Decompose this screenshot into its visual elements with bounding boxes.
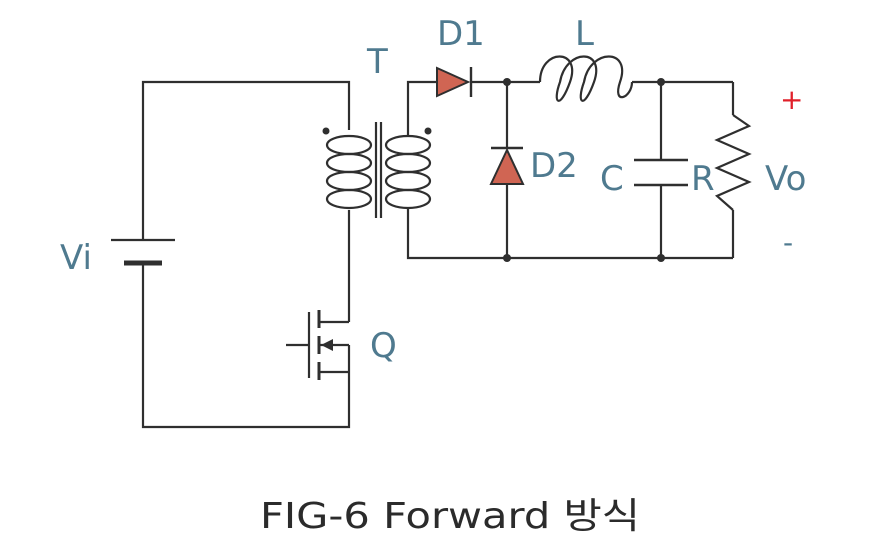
label-d2: D2 bbox=[530, 146, 578, 186]
secondary-polarity-dot bbox=[424, 127, 432, 135]
mosfet-q bbox=[286, 310, 351, 380]
label-transformer: T bbox=[366, 42, 388, 82]
label-switch: Q bbox=[370, 326, 397, 366]
diode-d1 bbox=[436, 66, 473, 98]
junction-node bbox=[503, 254, 511, 262]
secondary-turn-3 bbox=[384, 170, 432, 192]
transformer-secondary bbox=[384, 127, 432, 210]
junction-node bbox=[657, 254, 665, 262]
diode-d1-triangle bbox=[436, 66, 471, 98]
label-inductor: L bbox=[575, 14, 594, 54]
output-wires bbox=[406, 80, 735, 260]
secondary-turn-4 bbox=[384, 188, 432, 210]
diode-d2-triangle bbox=[489, 147, 525, 185]
label-capacitor: C bbox=[600, 159, 624, 199]
label-resistor: R bbox=[691, 159, 715, 199]
label-input-voltage: Vi bbox=[60, 238, 92, 278]
label-d1: D1 bbox=[437, 14, 485, 54]
mosfet-arrow bbox=[321, 339, 333, 351]
battery-vi bbox=[111, 238, 175, 266]
transformer-core bbox=[374, 122, 383, 218]
label-minus-sign: - bbox=[783, 226, 793, 259]
transformer-primary bbox=[322, 125, 373, 210]
junction-nodes bbox=[503, 78, 665, 262]
inductor-l bbox=[538, 55, 634, 102]
wire-top-left bbox=[141, 80, 351, 240]
figure-caption: FIG-6 Forward 방식 bbox=[260, 496, 640, 537]
wire-bottom-left bbox=[141, 262, 351, 429]
label-output-voltage: Vo bbox=[765, 159, 806, 199]
wire-secondary-top bbox=[406, 80, 436, 136]
capacitor-c bbox=[634, 158, 688, 187]
secondary-turn-2 bbox=[384, 152, 432, 174]
primary-turn-1 bbox=[325, 134, 373, 156]
primary-turn-2 bbox=[325, 152, 373, 174]
label-plus-sign: + bbox=[780, 83, 803, 116]
primary-polarity-dot bbox=[322, 127, 330, 135]
diode-d2 bbox=[489, 146, 525, 185]
resistor-zigzag bbox=[714, 114, 752, 211]
primary-turn-3 bbox=[325, 170, 373, 192]
inductor-coil bbox=[538, 55, 634, 102]
junction-node bbox=[503, 78, 511, 86]
junction-node bbox=[657, 78, 665, 86]
wire-secondary-bottom bbox=[406, 208, 733, 260]
input-loop-wires bbox=[141, 80, 351, 429]
resistor-r bbox=[714, 114, 752, 211]
secondary-turn-1 bbox=[384, 134, 432, 156]
primary-turn-4 bbox=[325, 188, 373, 210]
